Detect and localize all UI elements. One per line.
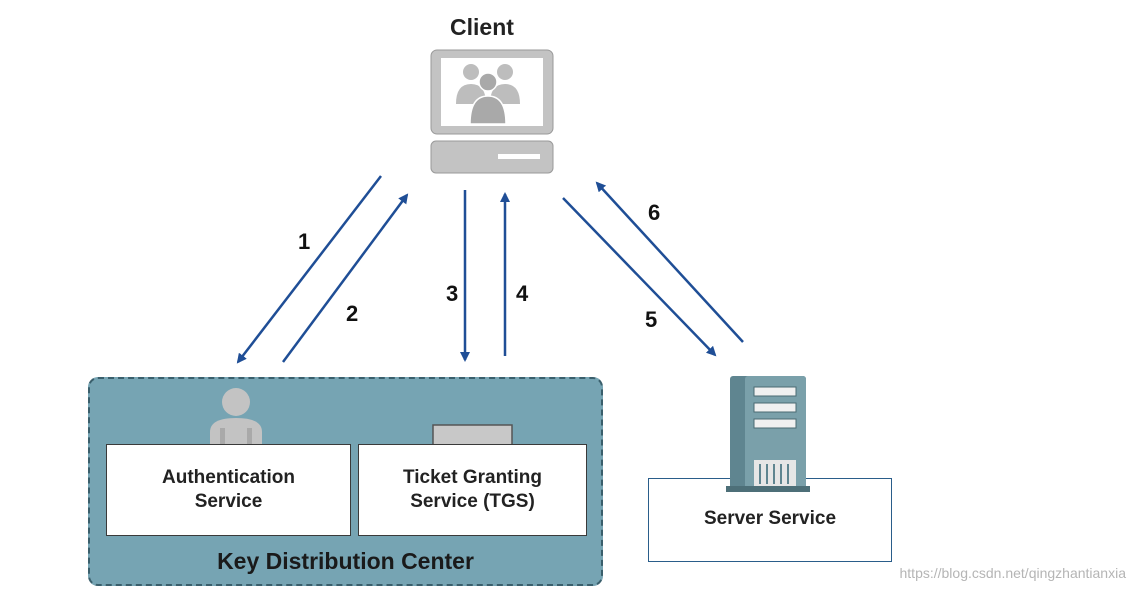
person-icon [210, 388, 262, 444]
step-4-label: 4 [516, 281, 529, 306]
step-5-label: 5 [645, 307, 658, 332]
arrow-5 [562, 197, 717, 357]
arrow-1 [236, 175, 382, 364]
arrow-6 [595, 181, 744, 343]
auth-service-line2: Service [194, 491, 263, 512]
authentication-service-box: Authentication Service [106, 444, 351, 536]
tgs-line1: Ticket Granting [402, 467, 542, 488]
step-1-label: 1 [298, 229, 311, 254]
tgs-box: Ticket Granting Service (TGS) [358, 444, 587, 536]
server-tower-icon [726, 376, 810, 492]
step-6-label: 6 [648, 200, 661, 225]
arrow-2 [281, 193, 409, 363]
watermark-text: https://blog.csdn.net/qingzhantianxia [899, 565, 1127, 581]
auth-service-line1: Authentication [162, 467, 295, 488]
tgs-line2: Service (TGS) [410, 491, 535, 512]
step-3-label: 3 [446, 281, 459, 306]
kdc-label: Key Distribution Center [217, 548, 474, 574]
server-service-label: Server Service [703, 508, 837, 529]
step-2-label: 2 [346, 301, 359, 326]
client-label: Client [450, 14, 514, 40]
client-computer-icon [430, 49, 554, 174]
